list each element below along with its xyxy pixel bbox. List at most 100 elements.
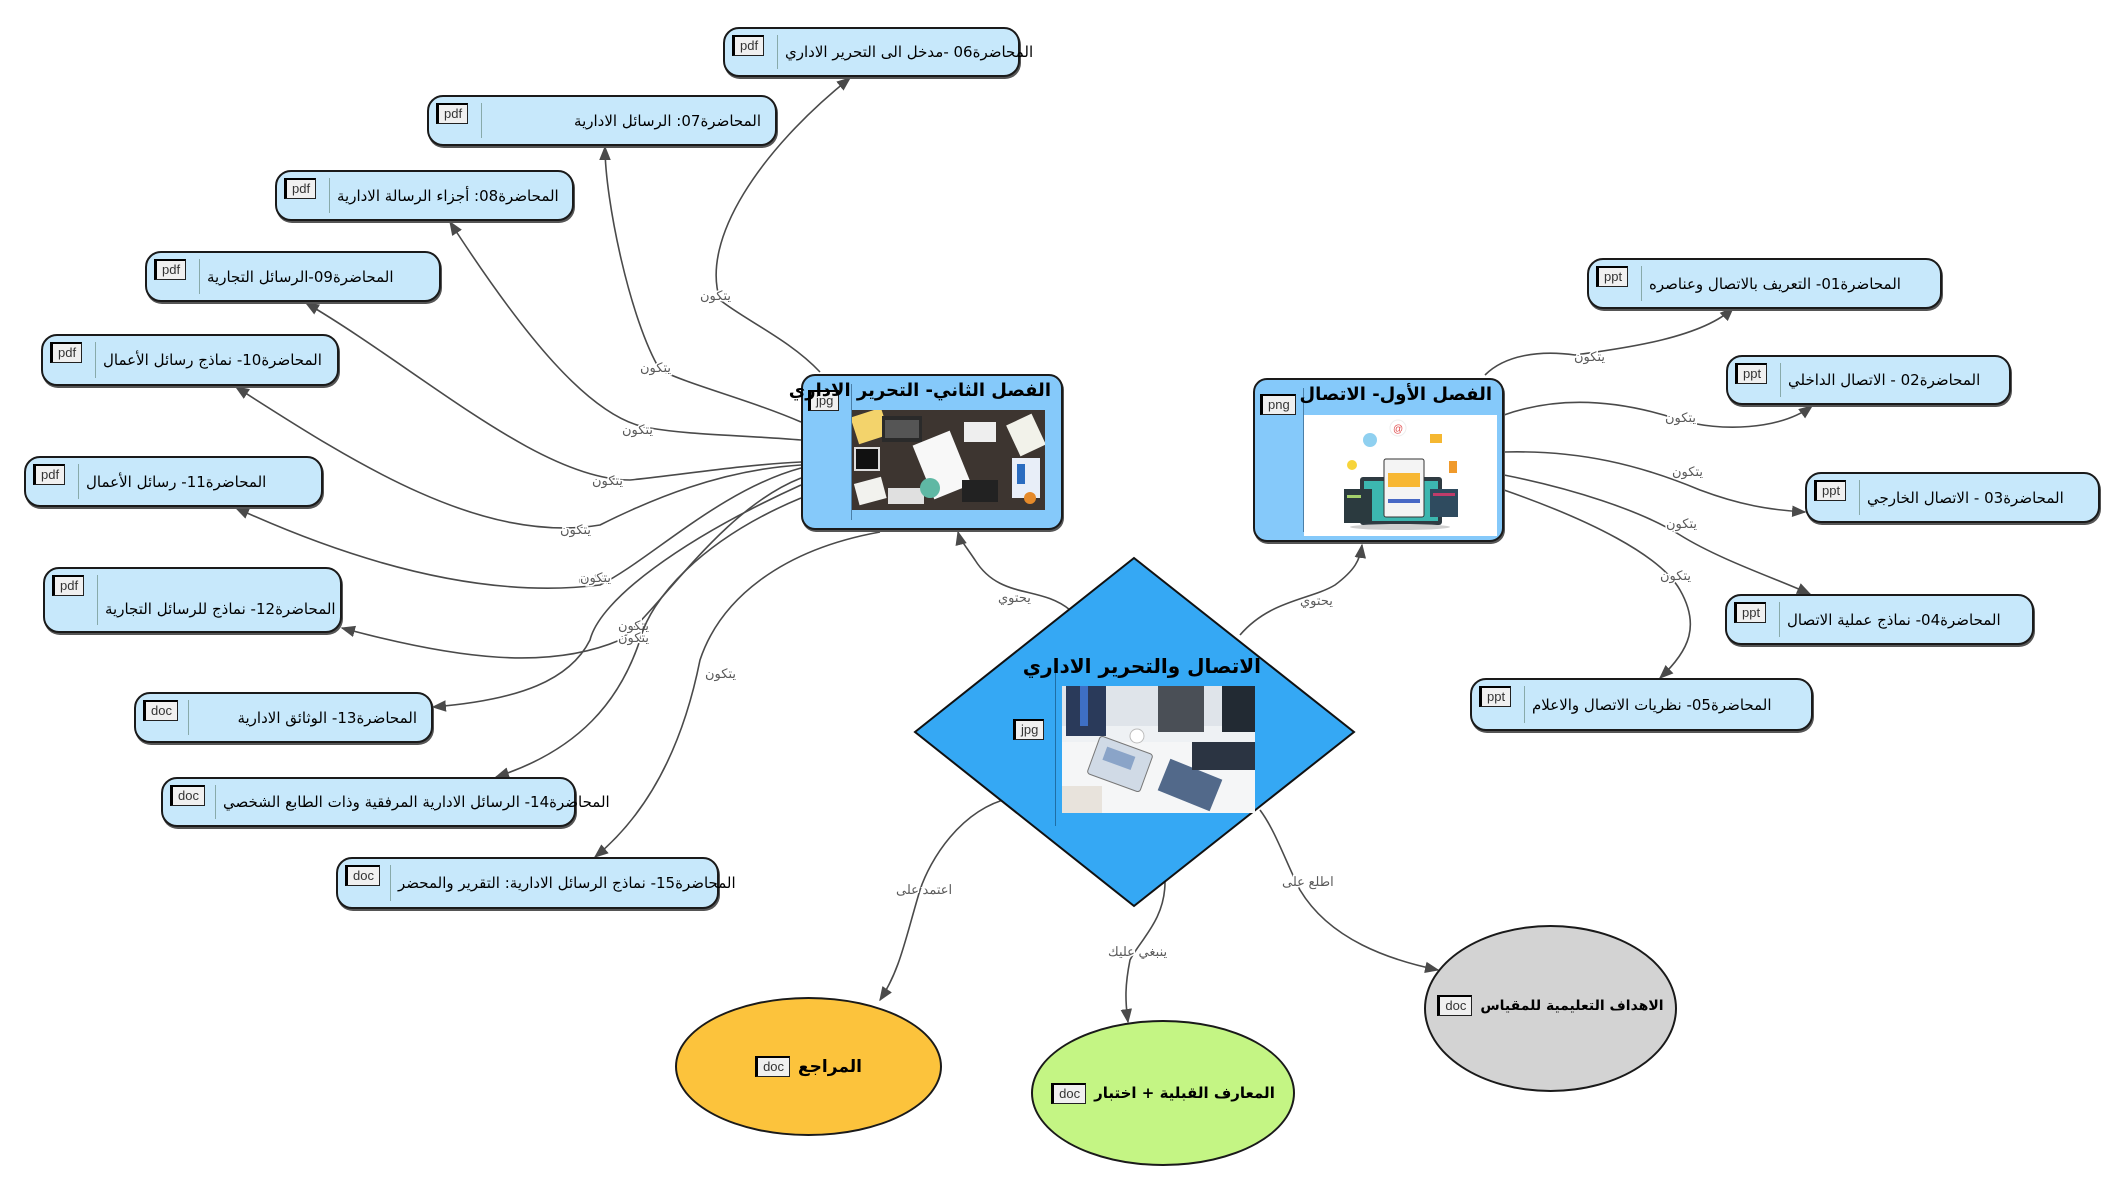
edge-center-ch1: [1239, 543, 1366, 636]
attachment-doc-icon[interactable]: doc: [170, 785, 205, 806]
attachment-doc-icon[interactable]: doc: [755, 1056, 791, 1077]
edge-ch2-l12: [340, 477, 802, 659]
lecture-03-node[interactable]: ppt المحاضرة03 - الاتصال الخارجي: [1805, 472, 2100, 523]
divider: [390, 865, 391, 901]
lecture-12-label: المحاضرة12- نماذج للرسائل التجارية: [105, 600, 336, 618]
edge-label-center-ch2: يحتوي: [998, 590, 1031, 606]
prior-knowledge-label: المعارف القبلية + اختبار: [1094, 1084, 1275, 1102]
edge-ch2-l07: [599, 145, 802, 423]
chapter-1-node[interactable]: png الفصل الأول- الاتصال @: [1253, 378, 1504, 542]
attachment-png-icon[interactable]: png: [1260, 394, 1296, 415]
attachment-ppt-icon[interactable]: ppt: [1596, 266, 1629, 287]
lecture-06-label: المحاضرة06 -مدخل الى التحرير الاداري: [785, 43, 1034, 61]
lecture-15-node[interactable]: doc المحاضرة15- نماذج الرسائل الادارية: …: [336, 857, 736, 909]
lecture-10-label: المحاضرة10- نماذج رسائل الأعمال: [103, 351, 322, 369]
divider: [188, 700, 189, 735]
edge-center-ch2: [955, 530, 1071, 611]
center-topic-node[interactable]: jpg الاتصال والتحرير الاداري: [913, 556, 1356, 908]
lecture-03-label: المحاضرة03 - الاتصال الخارجي: [1867, 488, 2064, 507]
lecture-06-node[interactable]: pdf المحاضرة06 -مدخل الى التحرير الاداري: [723, 27, 1034, 77]
edge-label-ch2-l10: يتكون: [560, 522, 591, 538]
divider: [1641, 266, 1642, 301]
lecture-05-node[interactable]: ppt المحاضرة05- نظريات الاتصال والاعلام: [1470, 678, 1813, 731]
divider: [78, 464, 79, 499]
edge-label-center-prior: ينبغي عليك: [1108, 944, 1168, 959]
lecture-07-label: المحاضرة07: الرسائل الادارية: [574, 111, 761, 130]
edge-label-ch1-l02: يتكون: [1665, 410, 1696, 426]
edge-label-ch2-l11: يتكون: [578, 570, 609, 586]
attachment-ppt-icon[interactable]: ppt: [1479, 686, 1512, 707]
lecture-11-label: المحاضرة11- رسائل الأعمال: [86, 472, 267, 491]
references-label: المراجع: [798, 1056, 862, 1077]
edge-label-ch2-l13: يتكون: [580, 570, 611, 586]
attachment-pdf-icon[interactable]: pdf: [52, 575, 85, 596]
lecture-13-node[interactable]: doc المحاضرة13- الوثائق الادارية: [134, 692, 433, 743]
lecture-10-node[interactable]: pdf المحاضرة10- نماذج رسائل الأعمال: [41, 334, 339, 386]
lecture-09-node[interactable]: pdf المحاضرة09-الرسائل التجارية: [145, 251, 441, 302]
divider: [329, 178, 330, 213]
lecture-04-node[interactable]: ppt المحاضرة04- نماذج عملية الاتصال: [1725, 594, 2034, 645]
attachment-jpg-icon[interactable]: jpg: [808, 390, 840, 411]
edge-ch2-l14: [494, 497, 802, 779]
edge-label-center-goals: اطلع على: [1282, 874, 1334, 890]
edge-ch1-l05: [1503, 489, 1692, 679]
lecture-04-label: المحاضرة04- نماذج عملية الاتصال: [1787, 610, 2001, 629]
lecture-01-node[interactable]: ppt المحاضرة01- التعريف بالاتصال وعناصره: [1587, 258, 1942, 309]
edge-label-ch2-l07: يتكون: [640, 360, 671, 376]
divider: [777, 35, 778, 69]
learning-objectives-node[interactable]: الاهداف التعليمية للمقياس doc: [1424, 925, 1677, 1092]
edge-label-ch1-l05: يتكون: [1660, 568, 1691, 584]
attachment-ppt-icon[interactable]: ppt: [1814, 480, 1847, 501]
lecture-05-label: المحاضرة05- نظريات الاتصال والاعلام: [1532, 695, 1772, 714]
attachment-ppt-icon[interactable]: ppt: [1734, 602, 1767, 623]
lecture-01-label: المحاضرة01- التعريف بالاتصال وعناصره: [1649, 274, 1901, 293]
attachment-pdf-icon[interactable]: pdf: [732, 35, 765, 56]
attachment-doc-icon[interactable]: doc: [1437, 995, 1473, 1016]
attachment-jpg-icon[interactable]: jpg: [1013, 719, 1045, 740]
learning-objectives-label: الاهداف التعليمية للمقياس: [1480, 997, 1664, 1014]
references-node[interactable]: المراجع doc: [675, 997, 942, 1136]
center-topic-title: الاتصال والتحرير الاداري: [1022, 654, 1261, 678]
lecture-12-node[interactable]: pdf المحاضرة12- نماذج للرسائل التجارية: [43, 567, 342, 633]
edge-label-ch1-l01: يتكون: [1574, 349, 1605, 365]
attachment-doc-icon[interactable]: doc: [345, 865, 380, 886]
attachment-pdf-icon[interactable]: pdf: [50, 342, 83, 363]
attachment-pdf-icon[interactable]: pdf: [33, 464, 66, 485]
attachment-ppt-icon[interactable]: ppt: [1735, 363, 1768, 384]
edge-center-prior: [1120, 881, 1166, 1024]
divider: [1303, 388, 1304, 532]
divider: [97, 575, 98, 625]
divider: [851, 384, 852, 520]
divider: [1859, 480, 1860, 515]
edge-center-goals: [1259, 809, 1440, 973]
edge-label-ch1-l03: يتكون: [1672, 464, 1703, 480]
edge-center-refs: [879, 797, 1011, 1002]
lecture-14-node[interactable]: doc المحاضرة14- الرسائل الادارية المرفقي…: [161, 777, 610, 827]
edge-ch2-l08: [449, 220, 802, 441]
attachment-pdf-icon[interactable]: pdf: [436, 103, 469, 124]
prior-knowledge-node[interactable]: المعارف القبلية + اختبار doc: [1031, 1020, 1295, 1166]
lecture-08-node[interactable]: pdf المحاضرة08: أجزاء الرسالة الادارية: [275, 170, 574, 221]
lecture-11-node[interactable]: pdf المحاضرة11- رسائل الأعمال: [24, 456, 323, 507]
divider: [1780, 363, 1781, 397]
center-topic-image: [1062, 686, 1255, 813]
attachment-pdf-icon[interactable]: pdf: [154, 259, 187, 280]
edge-ch2-l11: [234, 467, 802, 589]
lecture-13-label: المحاضرة13- الوثائق الادارية: [237, 708, 417, 727]
edge-ch1-l01: [1484, 306, 1735, 376]
chapter-2-node[interactable]: jpg الفصل الثاني- التحرير الاداري: [789, 374, 1063, 530]
edge-label-ch2-l14: يتكون: [618, 630, 649, 646]
lecture-02-node[interactable]: ppt المحاضرة02 - الاتصال الداخلي: [1726, 355, 2011, 405]
lecture-07-node[interactable]: pdf المحاضرة07: الرسائل الادارية: [427, 95, 777, 146]
lecture-09-label: المحاضرة09-الرسائل التجارية: [207, 267, 394, 286]
attachment-doc-icon[interactable]: doc: [143, 700, 178, 721]
chapter-1-image: @: [1304, 415, 1497, 536]
edge-ch2-l10: [234, 386, 802, 529]
edge-label-center-refs: اعتمد على: [896, 882, 952, 897]
chapter-1-title: الفصل الأول- الاتصال: [1299, 384, 1492, 405]
lecture-02-label: المحاضرة02 - الاتصال الداخلي: [1788, 371, 1981, 389]
attachment-pdf-icon[interactable]: pdf: [284, 178, 317, 199]
attachment-doc-icon[interactable]: doc: [1051, 1082, 1087, 1104]
divider: [1779, 602, 1780, 637]
chapter-2-image: [852, 410, 1045, 510]
